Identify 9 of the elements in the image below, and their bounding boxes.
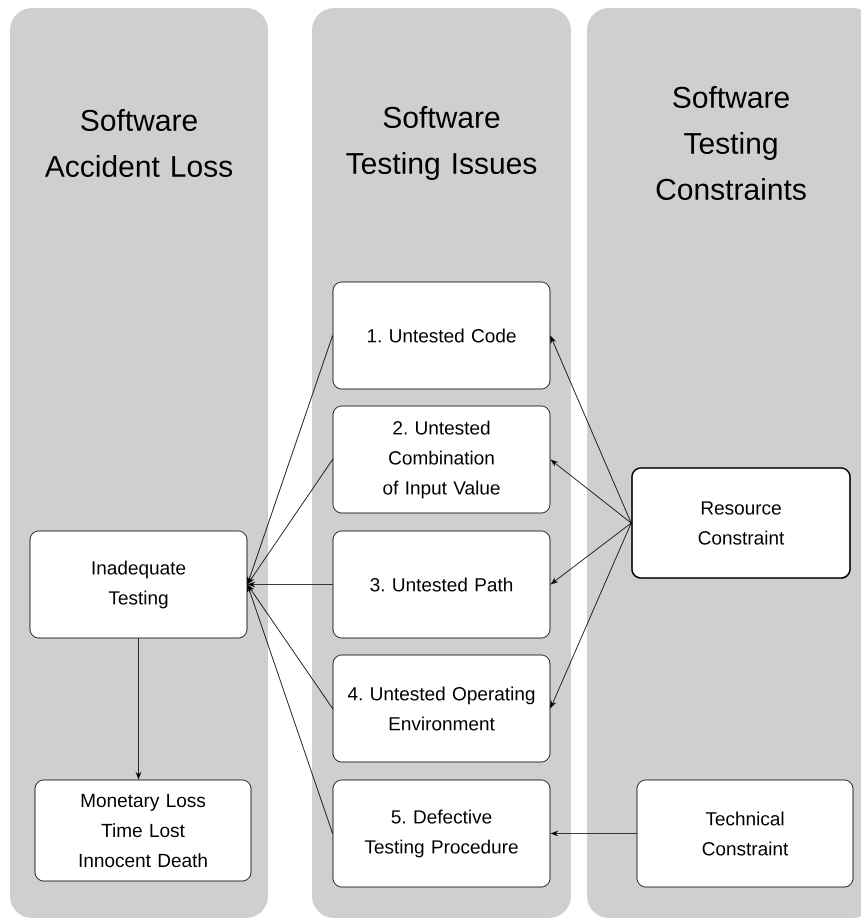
process-box: Technical Constraint (636, 780, 854, 888)
process-box: Resource Constraint (631, 467, 851, 579)
process-box: 1. Untested Code (332, 282, 550, 390)
process-box: 2. Untested Combination of Input Value (332, 406, 550, 514)
process-box: 5. Defective Testing Procedure (332, 780, 550, 888)
process-box: 3. Untested Path (332, 530, 550, 638)
process-box: Inadequate Testing (30, 530, 248, 638)
process-box: Monetary Loss Time Lost Innocent Death (34, 780, 252, 882)
process-box: 4. Untested Operating Environment (332, 654, 550, 762)
